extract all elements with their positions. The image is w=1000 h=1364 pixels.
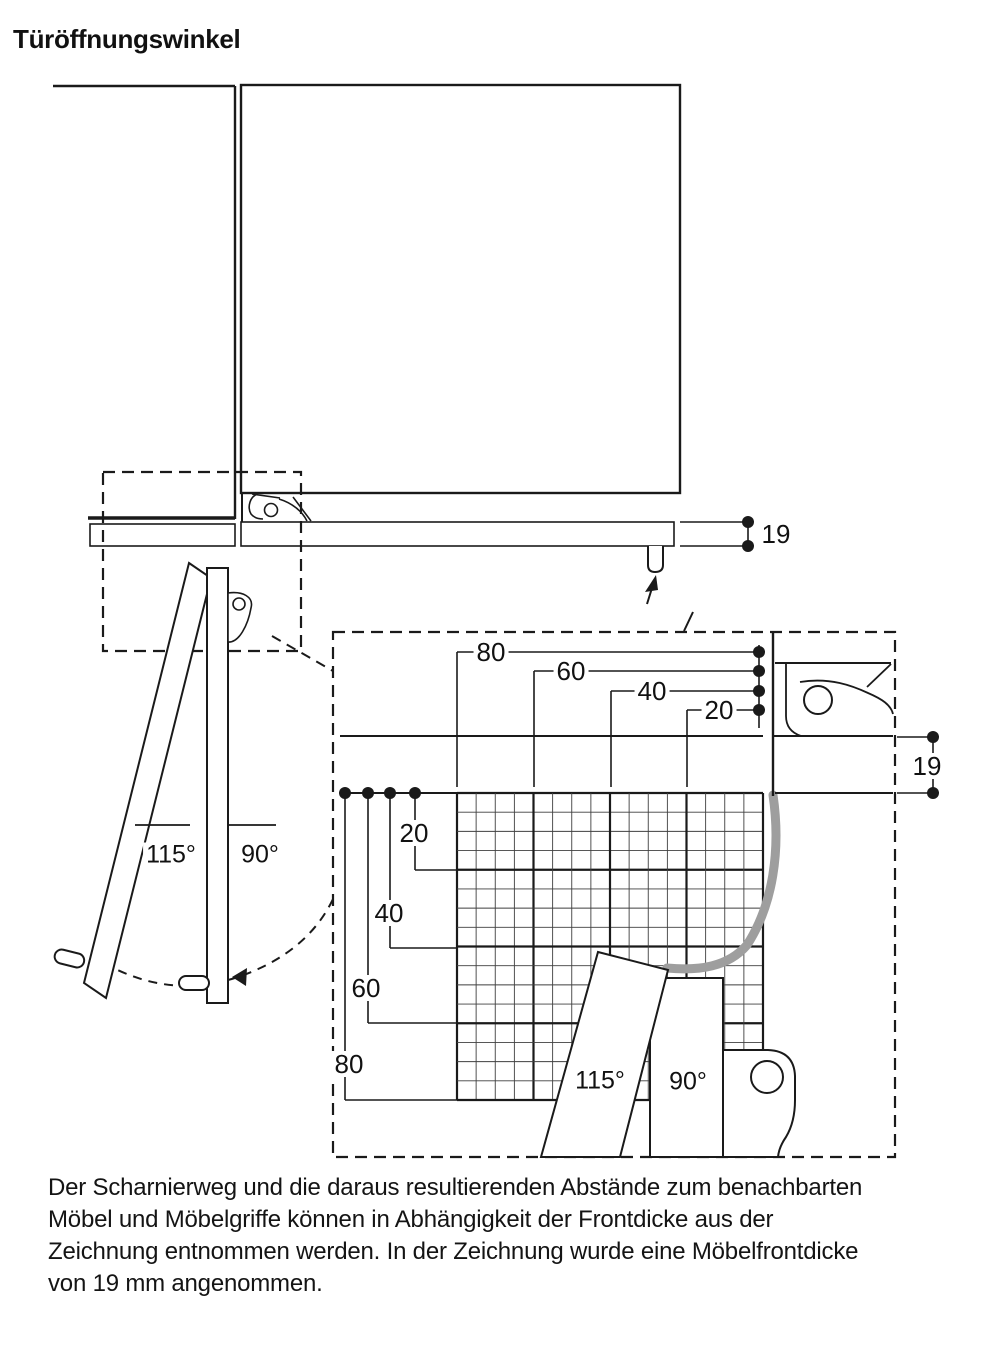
dim-left-20: 20 — [396, 820, 432, 846]
door-90-handle — [178, 975, 210, 991]
page-title: Türöffnungswinkel — [13, 24, 241, 54]
explanatory-line: Möbel und Möbelgriffe können in Abhängig… — [48, 1206, 774, 1233]
dim-left-60: 60 — [348, 975, 384, 1001]
door-swing-overview — [53, 561, 335, 1004]
angle-115-overview: 115° — [143, 842, 199, 868]
callout-tick — [683, 611, 694, 632]
dim-19-detail: 19 — [909, 753, 945, 779]
angle-115-detail: 115° — [572, 1068, 628, 1094]
front-panel-lines — [340, 632, 893, 796]
dim-19-overview-lines — [680, 516, 754, 552]
door-swing-detail — [539, 950, 796, 1158]
dim-left-80: 80 — [331, 1051, 367, 1077]
door-115-handle — [53, 948, 86, 969]
angle-90-detail: 90° — [666, 1069, 710, 1095]
callout-box-small — [101, 470, 303, 653]
appliance-body — [239, 83, 694, 632]
angle-90-overview: 90° — [238, 842, 282, 868]
swing-arc — [103, 896, 335, 987]
explanatory-text: Der Scharnierweg und die daraus resultie… — [48, 1172, 960, 1300]
dim-19-overview: 19 — [758, 521, 794, 547]
dim-top-40: 40 — [634, 678, 670, 704]
dim-top-20: 20 — [701, 697, 737, 723]
hinge-small — [248, 493, 312, 522]
neighbour-cabinet — [53, 84, 237, 547]
magnified-detail — [331, 630, 939, 1159]
appliance-foot — [647, 546, 664, 574]
door-hinge-pin — [232, 597, 246, 611]
swing-arrow-90-icon — [232, 968, 247, 986]
dim-top-60: 60 — [553, 658, 589, 684]
dim-left-40: 40 — [371, 900, 407, 926]
explanatory-line: von 19 mm angenommen. — [48, 1270, 323, 1297]
callout-connector — [271, 635, 334, 672]
dim-top-80: 80 — [473, 639, 509, 665]
overview-drawing — [53, 83, 754, 1004]
hinge-pin-detail — [750, 1060, 784, 1094]
hinge-detail-top — [775, 662, 894, 737]
hinge-path-curve — [662, 790, 781, 974]
door-115-overview — [82, 561, 213, 1000]
door-115-detail — [539, 950, 670, 1158]
explanatory-line: Zeichnung entnommen werden. In der Zeich… — [48, 1238, 859, 1265]
door-90-overview — [206, 567, 229, 1004]
foot-arrow-icon — [645, 575, 658, 605]
explanatory-line: Der Scharnierweg und die daraus resultie… — [48, 1174, 863, 1201]
